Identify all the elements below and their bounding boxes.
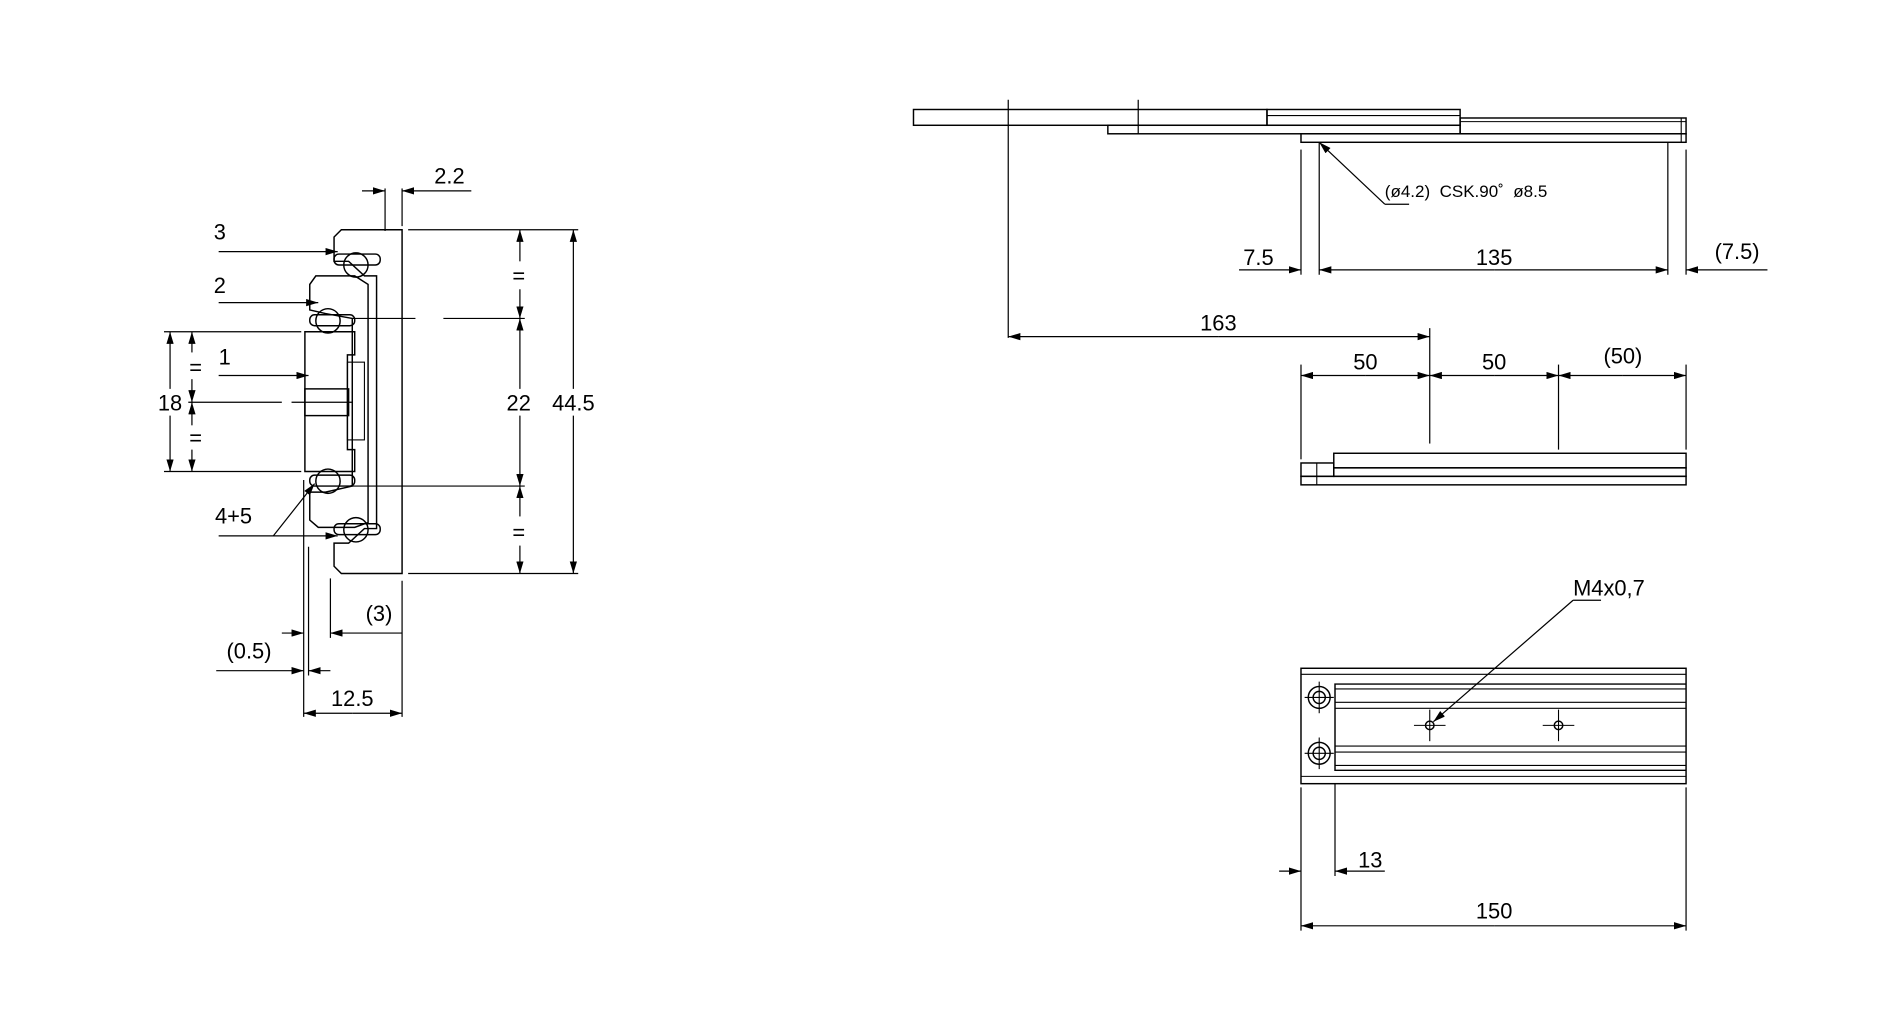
- callout-1: 1: [219, 345, 231, 370]
- dim-163: 163: [1200, 311, 1236, 336]
- threaded-hole-icon: [1542, 709, 1575, 742]
- outer-rail-fixed: [1300, 133, 1687, 144]
- inner-rail-closed: [1333, 452, 1687, 469]
- top-view: M4x0,7 13 150: [1279, 575, 1687, 931]
- outer-rail-closed: [1300, 475, 1687, 486]
- extended-side-view: (ø4.2) CSK.90˚ ø8.5 7.5 135 (7.5) 163: [912, 99, 1768, 341]
- equal-mark-top: =: [512, 263, 525, 288]
- dim-3: (3): [366, 601, 393, 626]
- dim-2-2: 2.2: [434, 164, 464, 189]
- dim-7-5-left: 7.5: [1243, 245, 1273, 270]
- outer-rail-plan: [1300, 667, 1687, 785]
- dim-13: 13: [1358, 847, 1382, 872]
- thread-note: M4x0,7: [1573, 575, 1645, 600]
- callout-3: 3: [214, 219, 226, 244]
- dim-7-5-right: (7.5): [1715, 239, 1760, 264]
- dim-22: 22: [507, 391, 531, 416]
- equal-mark-lower: =: [189, 425, 202, 450]
- ball-bearings: [309, 252, 381, 543]
- outer-rail-section: [333, 229, 403, 575]
- equal-mark-bottom: =: [512, 520, 525, 545]
- mounting-hole-icon: [1304, 681, 1334, 714]
- dim-50-c: (50): [1603, 343, 1642, 368]
- dim-12-5: 12.5: [331, 686, 374, 711]
- dim-150: 150: [1476, 899, 1512, 924]
- callout-4-5: 4+5: [215, 504, 252, 529]
- hole-note: (ø4.2) CSK.90˚ ø8.5: [1385, 182, 1547, 201]
- dim-0-5: (0.5): [227, 639, 272, 664]
- mounting-hole-icon: [1304, 737, 1334, 770]
- closed-side-view: 50 50 (50): [1300, 328, 1687, 486]
- dim-44-5: 44.5: [552, 391, 595, 416]
- intermediate-rail-closed: [1333, 467, 1687, 478]
- inner-rail-extended: [912, 108, 1268, 127]
- dim-18: 18: [158, 391, 182, 416]
- intermediate-rail-extended: [1107, 124, 1461, 135]
- dim-135: 135: [1476, 245, 1512, 270]
- callout-2: 2: [214, 273, 226, 298]
- threaded-hole-icon: [1413, 709, 1446, 742]
- dim-50-b: 50: [1482, 349, 1506, 374]
- cross-section-view: 2.2 44.5 22 = = 18 = = 3 2: [158, 164, 595, 717]
- dim-50-a: 50: [1353, 349, 1377, 374]
- equal-mark-upper: =: [189, 354, 202, 379]
